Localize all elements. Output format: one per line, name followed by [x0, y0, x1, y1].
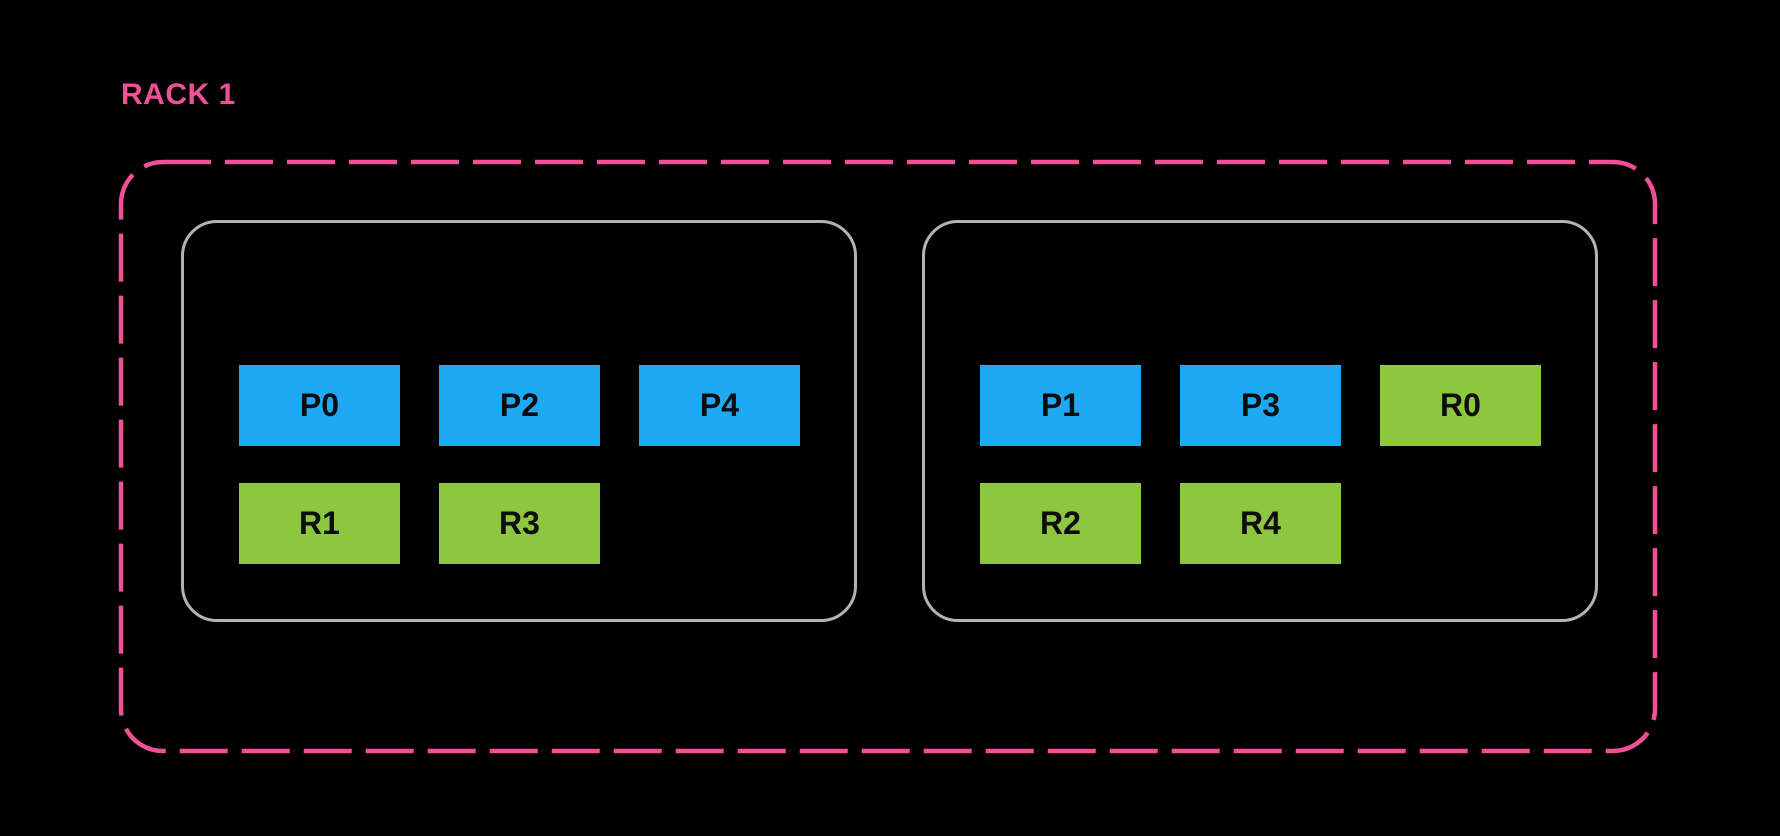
shard-chip-p2: P2: [439, 365, 600, 446]
shard-chip-r4: R4: [1180, 483, 1341, 564]
node-box-2: P1 P3 R0 R2 R4: [922, 220, 1598, 622]
shard-chip-r0: R0: [1380, 365, 1541, 446]
shard-chip-p1: P1: [980, 365, 1141, 446]
node-box-1: P0 P2 P4 R1 R3: [181, 220, 857, 622]
rack-title: RACK 1: [121, 78, 236, 111]
shard-chip-r1: R1: [239, 483, 400, 564]
shard-chip-r3: R3: [439, 483, 600, 564]
node-1-top-row: P0 P2 P4: [239, 365, 800, 446]
node-1-bottom-row: R1 R3: [239, 483, 600, 564]
node-2-bottom-row: R2 R4: [980, 483, 1341, 564]
shard-chip-p0: P0: [239, 365, 400, 446]
node-2-top-row: P1 P3 R0: [980, 365, 1541, 446]
rack-boundary: [118, 159, 1658, 754]
shard-chip-p4: P4: [639, 365, 800, 446]
shard-chip-r2: R2: [980, 483, 1141, 564]
shard-chip-p3: P3: [1180, 365, 1341, 446]
